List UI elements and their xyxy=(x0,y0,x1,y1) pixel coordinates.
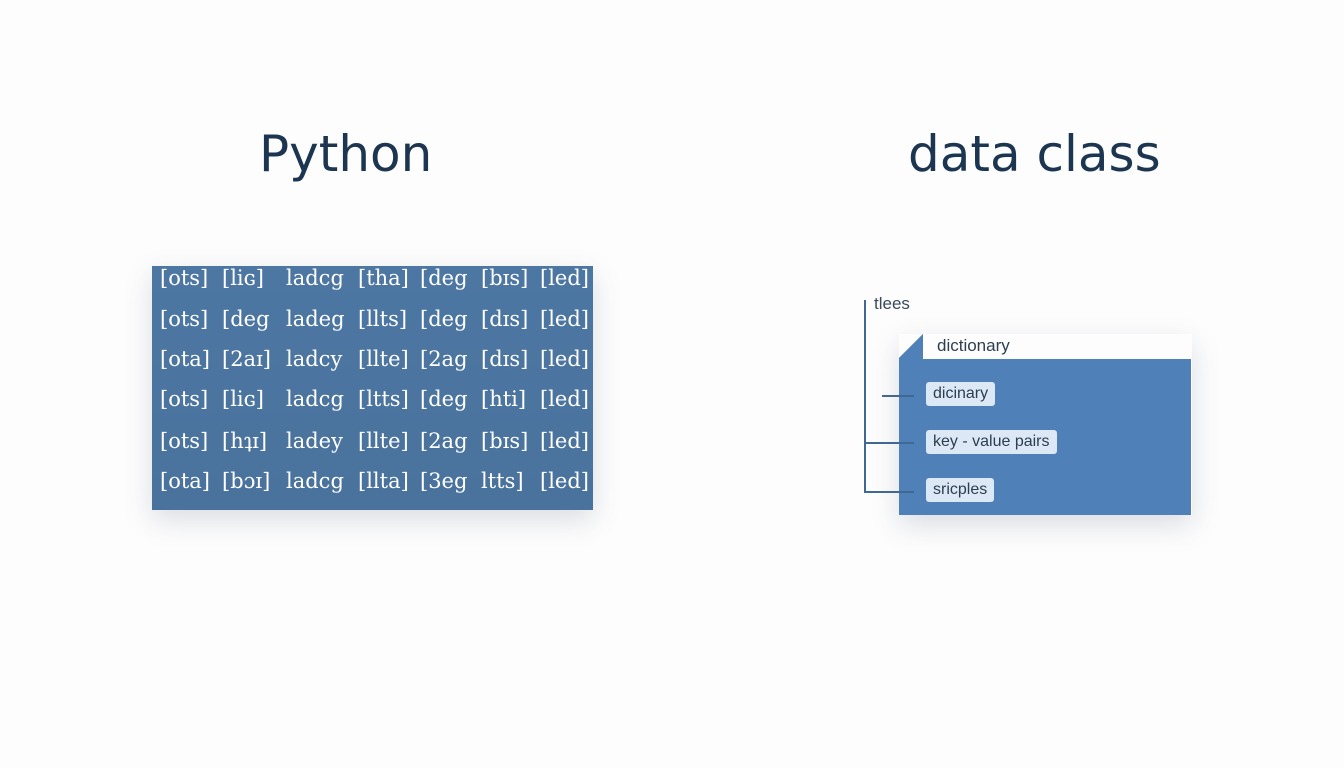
grid-cell: [hti] xyxy=(481,387,527,411)
dictionary-label: dictionary xyxy=(937,336,1010,355)
grid-cell: [bɔɪ] xyxy=(222,469,271,493)
grid-row: [ota] [2aɪ] ladcy [llte] [2ag [dɪs] [led] xyxy=(152,344,593,374)
tree-trunk-line xyxy=(864,300,866,493)
grid-cell: [2ag xyxy=(420,429,468,453)
grid-cell: [deg xyxy=(420,387,468,411)
branch-line-2 xyxy=(864,442,914,444)
grid-row: [ots] [hʇɪ] ladey [llte] [2ag [bɪs] [led] xyxy=(152,426,593,456)
grid-row: [ots] [liɢ] ladcg [ltts] [deg [hti] [led] xyxy=(152,384,593,414)
grid-cell: [tha] xyxy=(358,266,409,290)
grid-cell: ladeg xyxy=(286,307,345,331)
grid-cell: [led] xyxy=(540,429,589,453)
grid-cell: [ots] xyxy=(160,387,209,411)
grid-cell: [bɪs] xyxy=(481,429,529,453)
grid-cell: [llte] xyxy=(358,429,409,453)
chip-key-value-pairs: key - value pairs xyxy=(926,430,1057,454)
chip-dicinary: dicinary xyxy=(926,382,996,406)
grid-cell: ladcg xyxy=(286,266,344,290)
grid-cell: [led] xyxy=(540,266,589,290)
grid-cell: [liɢ] xyxy=(222,266,264,290)
grid-cell: ltts] xyxy=(481,469,524,493)
grid-cell: [bɪs] xyxy=(481,266,529,290)
grid-cell: [ota] xyxy=(160,347,210,371)
grid-cell: [2ag xyxy=(420,347,468,371)
grid-cell: [deg xyxy=(420,307,468,331)
grid-cell: [led] xyxy=(540,347,589,371)
grid-cell: [dɪs] xyxy=(481,347,529,371)
branch-line-1 xyxy=(882,395,914,397)
grid-cell: [ots] xyxy=(160,266,209,290)
grid-cell: [2aɪ] xyxy=(222,347,271,371)
grid-cell: [llta] xyxy=(358,469,409,493)
dictionary-panel xyxy=(899,334,1191,515)
grid-cell: ladey xyxy=(286,429,343,453)
grid-cell: [liɢ] xyxy=(222,387,264,411)
grid-cell: [ota] xyxy=(160,469,210,493)
grid-cell: [deg xyxy=(420,266,468,290)
data-class-title: data class xyxy=(908,125,1161,183)
grid-cell: [led] xyxy=(540,469,589,493)
grid-cell: ladcg xyxy=(286,387,344,411)
grid-cell: [led] xyxy=(540,307,589,331)
grid-cell: [ltts] xyxy=(358,387,409,411)
branch-line-3 xyxy=(864,491,914,493)
grid-row: [ota] [bɔɪ] ladcg [llta] [3eg ltts] [led] xyxy=(152,466,593,496)
grid-cell: [deg xyxy=(222,307,270,331)
grid-row: [ots] [liɢ] ladcg [tha] [deg [bɪs] [led] xyxy=(152,263,593,293)
tree-root-label: tlees xyxy=(874,294,910,313)
grid-cell: [ots] xyxy=(160,307,209,331)
grid-cell: [3eg xyxy=(420,469,468,493)
python-token-grid: [ots][liɢ]ladcg[tha][deg[bɪs][led][ots][… xyxy=(152,266,593,510)
grid-cell: [dɪs] xyxy=(481,307,529,331)
grid-cell: ladcy xyxy=(286,347,343,371)
grid-cell: [led] xyxy=(540,387,589,411)
grid-cell: [llts] xyxy=(358,307,408,331)
grid-row: [ots] [deg ladeg [llts] [deg [dɪs] [led] xyxy=(152,304,593,334)
grid-cell: [ots] xyxy=(160,429,209,453)
python-title: Python xyxy=(259,125,433,183)
grid-cell: [hʇɪ] xyxy=(222,429,268,453)
grid-cell: ladcg xyxy=(286,469,344,493)
chip-sricples: sricples xyxy=(926,478,995,502)
grid-cell: [llte] xyxy=(358,347,409,371)
